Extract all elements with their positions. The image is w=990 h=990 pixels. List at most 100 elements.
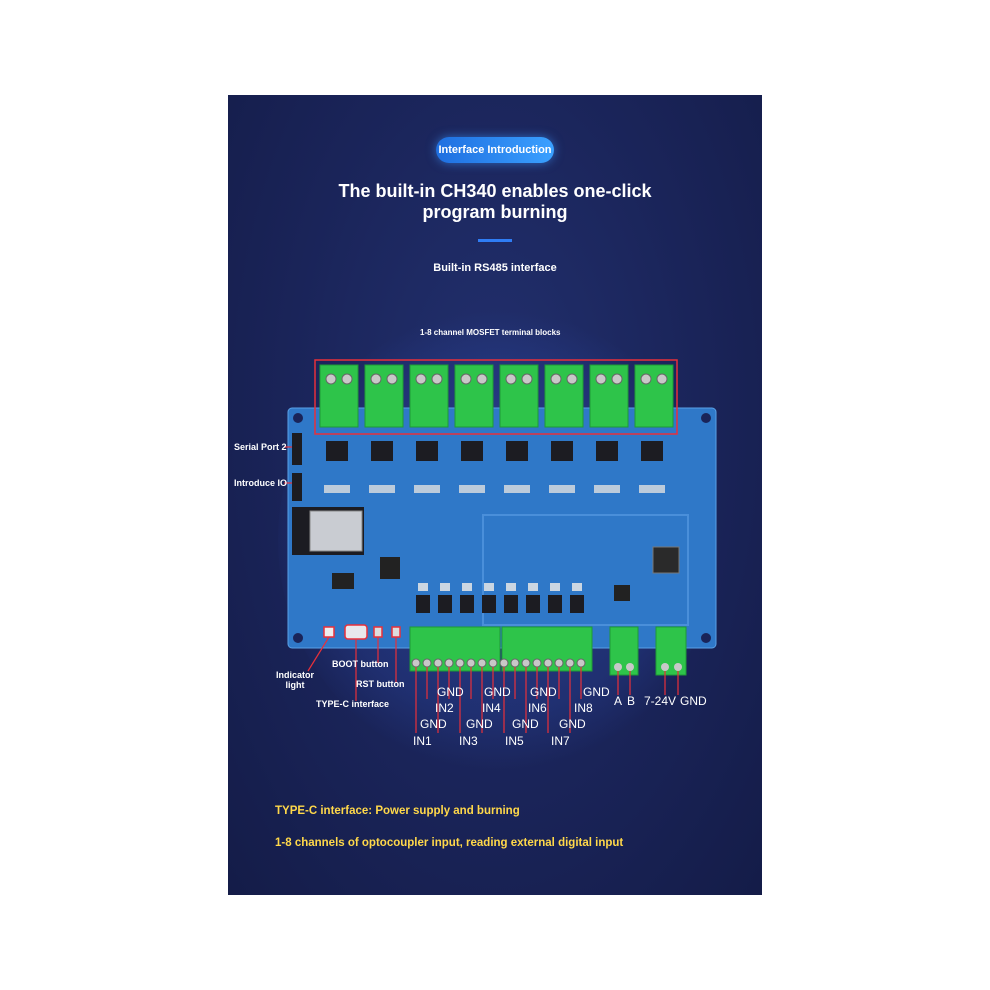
mosfet-chip [641, 441, 663, 461]
mounting-hole [701, 633, 711, 643]
input-terminal-screw [444, 658, 454, 668]
terminal-screw [476, 373, 488, 385]
optocoupler-chip [438, 595, 452, 613]
introduce-io-header [292, 473, 302, 501]
resistor [440, 583, 450, 591]
typec-port [344, 624, 368, 640]
mounting-hole [293, 413, 303, 423]
power-screw-v [661, 663, 669, 671]
pin-gnd-5: GND [512, 717, 539, 731]
pin-in-8: IN8 [574, 701, 593, 715]
headline: The built-in CH340 enables one-click pro… [228, 181, 762, 223]
smd-components [324, 485, 350, 493]
mosfet-chip [326, 441, 348, 461]
pin-power-gnd: GND [680, 694, 707, 708]
terminal-screw [656, 373, 668, 385]
boot-button-label: BOOT button [332, 659, 389, 669]
terminal-screw [521, 373, 533, 385]
input-terminal-screw [455, 658, 465, 668]
pin-gnd-8: GND [583, 685, 610, 699]
mosfet-terminal-block [454, 364, 494, 428]
terminal-screw [640, 373, 652, 385]
serial-port-2-header [292, 433, 302, 465]
smd-components [459, 485, 485, 493]
typec-note: TYPE-C interface: Power supply and burni… [275, 805, 520, 817]
rs485-screw-b [626, 663, 634, 671]
terminal-screw [595, 373, 607, 385]
input-terminal-screw [466, 658, 476, 668]
pin-in-6: IN6 [528, 701, 547, 715]
headline-underline [478, 239, 512, 242]
indicator-led [323, 626, 335, 638]
mounting-hole [701, 413, 711, 423]
optocoupler-note: 1-8 channels of optocoupler input, readi… [275, 837, 624, 849]
smd-components [504, 485, 530, 493]
optocoupler-chip [504, 595, 518, 613]
mosfet-chip [371, 441, 393, 461]
terminal-screw [611, 373, 623, 385]
resistor [572, 583, 582, 591]
resistor [528, 583, 538, 591]
terminal-screw [505, 373, 517, 385]
smd-components [414, 485, 440, 493]
indicator-label-line-1: Indicator [276, 670, 315, 680]
mosfet-terminal-label: 1-8 channel MOSFET terminal blocks [420, 328, 561, 337]
mounting-hole [293, 633, 303, 643]
input-terminal-screw [422, 658, 432, 668]
mosfet-terminal-block [499, 364, 539, 428]
pin-in-1: IN1 [413, 734, 432, 748]
rst-button-label: RST button [356, 679, 405, 689]
input-terminal-screw [488, 658, 498, 668]
pin-gnd-7: GND [559, 717, 586, 731]
smd-components [369, 485, 395, 493]
resistor [506, 583, 516, 591]
terminal-screw [550, 373, 562, 385]
mosfet-terminal-block [589, 364, 629, 428]
pin-a: A [614, 694, 623, 708]
optocoupler-chip [460, 595, 474, 613]
optocoupler-chip [570, 595, 584, 613]
mosfet-terminal-block [634, 364, 674, 428]
pin-in-5: IN5 [505, 734, 524, 748]
rs485-screw-a [614, 663, 622, 671]
pin-gnd-1: GND [420, 717, 447, 731]
pin-b: B [627, 694, 636, 708]
mosfet-chip [596, 441, 618, 461]
power-screw-gnd [674, 663, 682, 671]
input-terminal-screw [411, 658, 421, 668]
mosfet-terminal-block [409, 364, 449, 428]
terminal-screw [566, 373, 578, 385]
esp32-shield [309, 510, 363, 552]
ch340-chip [380, 557, 400, 579]
resistor [462, 583, 472, 591]
smd-components [549, 485, 575, 493]
rst-button-part [391, 626, 401, 638]
interface-introduction-badge: Interface Introduction [436, 137, 554, 163]
pin-gnd-4: GND [484, 685, 511, 699]
pin-in-7: IN7 [551, 734, 570, 748]
input-terminal-screw [510, 658, 520, 668]
smd-components [594, 485, 620, 493]
indicator-label-line-2: light [285, 680, 305, 690]
input-terminal-screw [576, 658, 586, 668]
pin-in-2: IN2 [435, 701, 454, 715]
pin-gnd-3: GND [466, 717, 493, 731]
terminal-screw [415, 373, 427, 385]
typec-interface-label: TYPE-C interface [316, 699, 390, 709]
rs485-chip [614, 585, 630, 601]
smd-components [639, 485, 665, 493]
terminal-screw [325, 373, 337, 385]
callout-line-indicator [307, 636, 330, 672]
input-terminal-screw [499, 658, 509, 668]
pcb-traces-area [482, 514, 689, 626]
input-terminal-screw [565, 658, 575, 668]
optocoupler-chip [548, 595, 562, 613]
terminal-screw [431, 373, 443, 385]
pcb-board-illustration [284, 359, 717, 733]
input-terminal-screw [433, 658, 443, 668]
resistor [484, 583, 494, 591]
optocoupler-chip [482, 595, 496, 613]
headline-line-2: program burning [422, 202, 568, 222]
pin-power: 7-24V [644, 694, 677, 708]
input-terminal-screw [477, 658, 487, 668]
